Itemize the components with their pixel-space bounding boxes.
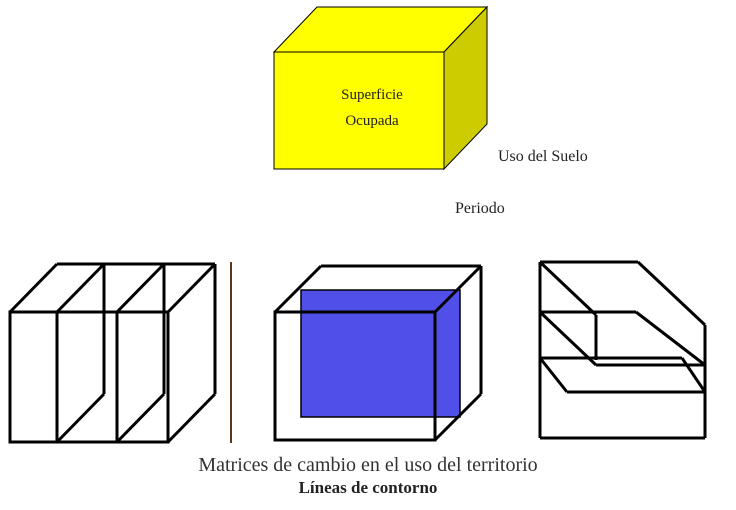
- horizontal-slices-cube: [538, 260, 707, 440]
- cube-face-text-line1: Superficie: [341, 87, 403, 103]
- top-cube-front-face: [273, 51, 445, 170]
- top-cube: [272, 5, 489, 171]
- cube-face-text: Superficie Ocupada: [300, 82, 444, 134]
- inner-plane-cube: [273, 264, 483, 442]
- vertical-slices-cube: [8, 262, 217, 444]
- caption-line2: Líneas de contorno: [298, 478, 438, 497]
- side-label: Uso del Suelo: [498, 148, 588, 165]
- caption-line1: Matrices de cambio en el uso del territo…: [198, 454, 538, 476]
- depth-label: Periodo: [455, 200, 505, 217]
- cube-face-text-line2: Ocupada: [345, 113, 399, 129]
